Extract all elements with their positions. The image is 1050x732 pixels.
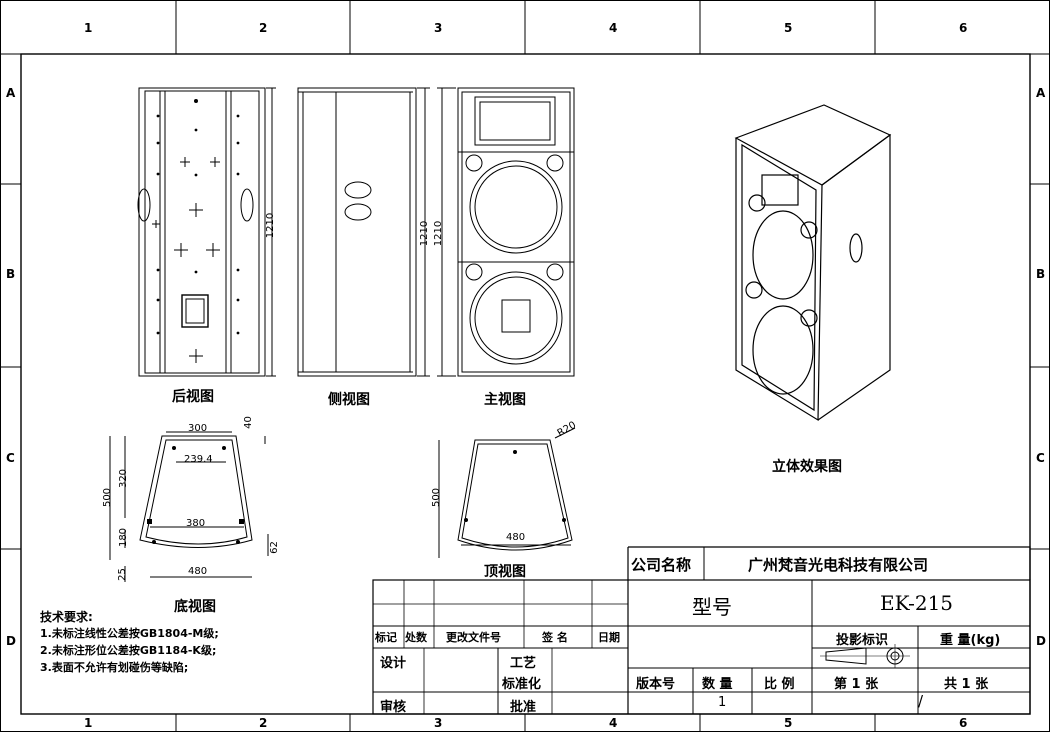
zone-col-2-bottom: 2: [259, 716, 268, 730]
model-value: EK-215: [880, 591, 954, 615]
qty-label: 数 量: [702, 677, 733, 692]
projection-label: 投影标识: [836, 633, 889, 648]
scale-label: 比 例: [764, 677, 795, 692]
dim-bottom-480: 480: [188, 566, 208, 577]
note-item-3: 3.表面不允许有划碰伤等缺陷;: [40, 661, 189, 674]
zone-col-6-top: 6: [959, 21, 968, 35]
zone-col-4-top: 4: [609, 21, 618, 35]
zone-row-c-left: C: [6, 451, 15, 465]
zone-row-b-right: B: [1036, 267, 1046, 281]
inner-border: [20, 53, 1031, 715]
iso-view-label: 立体效果图: [772, 459, 842, 475]
dim-bottom-180: 180: [118, 527, 130, 548]
model-label: 型号: [692, 595, 732, 619]
dim-bottom-500: 500: [102, 487, 114, 508]
dim-top-500: 500: [431, 487, 443, 508]
top-view-holes: [464, 450, 566, 522]
isometric-view: [734, 104, 892, 422]
dim-bottom-380: 380: [186, 518, 206, 529]
zone-col-4-bottom: 4: [609, 716, 618, 730]
process-label: 工艺: [510, 656, 537, 671]
zone-col-2-top: 2: [259, 21, 268, 35]
dim-front-height: 1210: [433, 220, 445, 247]
top-view-label: 顶视图: [484, 564, 526, 580]
dim-rear-height: 1210: [265, 212, 277, 239]
company-name: 广州梵音光电科技有限公司: [748, 556, 929, 574]
rev-header-count: 处数: [405, 631, 427, 644]
bottom-view-holes: [147, 446, 244, 544]
design-label: 设计: [380, 656, 407, 671]
zone-col-5-top: 5: [784, 21, 793, 35]
rear-view-dots: [156, 99, 240, 335]
dim-bottom-239: 239.4: [184, 454, 213, 465]
rear-view: [137, 87, 276, 377]
bottom-view-label: 底视图: [174, 599, 216, 615]
side-view: [297, 87, 430, 377]
zone-row-b-left: B: [6, 267, 16, 281]
dim-bottom-300: 300: [188, 423, 208, 434]
zone-row-c-right: C: [1036, 451, 1045, 465]
zone-row-d-right: D: [1036, 634, 1046, 648]
dim-bottom-25: 25: [116, 568, 128, 581]
dim-bottom-40: 40: [242, 416, 254, 429]
weight-slash: /: [918, 692, 924, 710]
dim-side-height: 1210: [419, 220, 431, 247]
zone-col-3-top: 3: [434, 21, 443, 35]
approve-label: 批准: [510, 700, 537, 715]
rev-header-mark: 标记: [375, 631, 397, 644]
zone-col-1-bottom: 1: [84, 716, 93, 730]
zone-col-3-bottom: 3: [434, 716, 443, 730]
standard-label: 标准化: [502, 677, 542, 692]
dim-bottom-62: 62: [268, 541, 280, 554]
rev-header-sign: 签 名: [542, 631, 568, 644]
sheet-total: 共 1 张: [944, 677, 989, 692]
title-block-grid: [372, 546, 1031, 715]
zone-col-1-top: 1: [84, 21, 93, 35]
front-view: [437, 87, 575, 377]
weight-label: 重 量(kg): [940, 633, 1001, 648]
dim-top-480: 480: [506, 532, 526, 543]
note-item-1: 1.未标注线性公差按GB1804-M级;: [40, 627, 219, 640]
rev-header-date: 日期: [598, 631, 620, 644]
zone-col-6-bottom: 6: [959, 716, 968, 730]
version-label: 版本号: [636, 677, 676, 692]
zone-row-a-right: A: [1036, 86, 1046, 100]
rear-view-label: 后视图: [172, 389, 214, 405]
zone-row-d-left: D: [6, 634, 16, 648]
dim-bottom-320: 320: [118, 468, 130, 489]
rev-header-file: 更改文件号: [446, 631, 501, 644]
notes-title: 技术要求:: [40, 610, 93, 624]
front-view-label: 主视图: [484, 392, 526, 408]
sheet-number: 第 1 张: [834, 677, 879, 692]
bottom-view: [109, 431, 269, 582]
company-label: 公司名称: [631, 556, 692, 574]
qty-value: 1: [718, 695, 727, 710]
zone-col-5-bottom: 5: [784, 716, 793, 730]
note-item-2: 2.未标注形位公差按GB1184-K级;: [40, 644, 217, 657]
top-view: [438, 427, 576, 558]
review-label: 审核: [380, 700, 407, 715]
side-view-label: 侧视图: [328, 392, 370, 408]
zone-row-a-left: A: [6, 86, 16, 100]
